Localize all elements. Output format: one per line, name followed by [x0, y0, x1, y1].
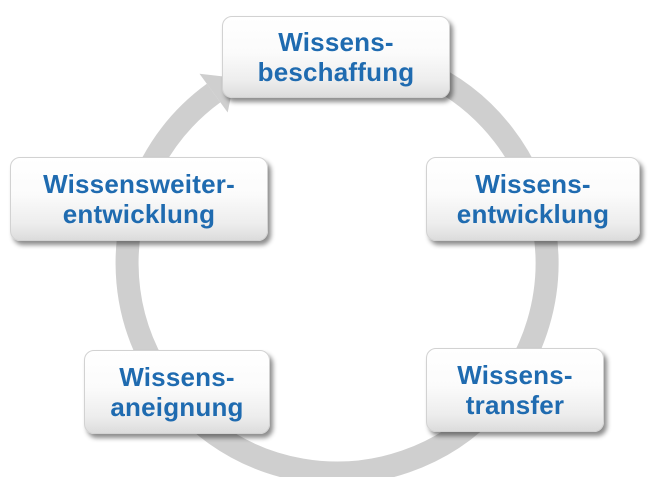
stage-label: Wissensweiter- entwicklung — [43, 169, 235, 229]
stage-label: Wissens- aneignung — [110, 362, 244, 422]
cycle-ring-track — [115, 41, 559, 477]
stage-wissenstransfer: Wissens- transfer — [426, 348, 604, 432]
stage-wissensweiterentwicklung: Wissensweiter- entwicklung — [10, 157, 268, 241]
stage-label: Wissens- beschaffung — [257, 27, 415, 87]
stage-wissensbeschaffung: Wissens- beschaffung — [222, 16, 450, 98]
stage-label: Wissens- entwicklung — [456, 169, 610, 229]
stage-wissensaneignung: Wissens- aneignung — [84, 350, 270, 434]
stage-wissensentwicklung: Wissens- entwicklung — [426, 157, 640, 241]
stage-label: Wissens- transfer — [457, 360, 573, 420]
